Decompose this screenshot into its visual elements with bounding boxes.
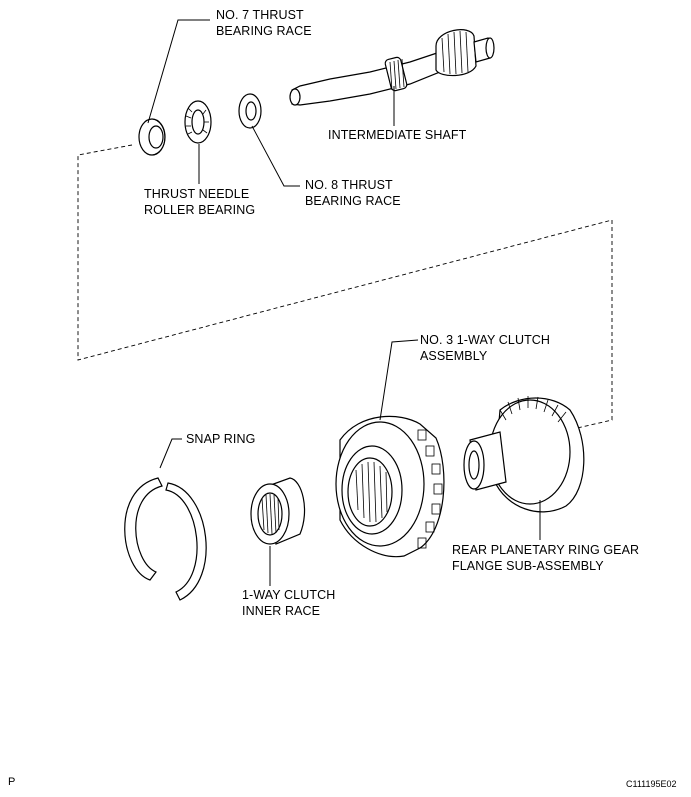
leader-lines: [147, 19, 541, 586]
snap-ring-part: [124, 477, 207, 601]
label-rear-planetary-ring-gear-flange: REAR PLANETARY RING GEAR FLANGE SUB-ASSE…: [452, 543, 640, 573]
label-no3-one-way-clutch-assembly: NO. 3 1-WAY CLUTCH ASSEMBLY: [420, 333, 551, 363]
label-intermediate-shaft: INTERMEDIATE SHAFT: [328, 128, 467, 142]
label-one-way-clutch-inner-race: 1-WAY CLUTCH INNER RACE: [242, 588, 336, 618]
leader-snap-ring: [159, 438, 182, 469]
no7-thrust-bearing-race-part: [138, 118, 166, 156]
thrust-needle-roller-bearing-part: [184, 100, 212, 144]
label-thrust-needle-roller-bearing: THRUST NEEDLE ROLLER BEARING: [144, 187, 256, 217]
rear-planetary-ring-gear-flange-part: [463, 396, 585, 513]
dashed-alignment-outline: [77, 144, 613, 433]
figure-code: C111195E02: [626, 779, 677, 789]
leader-no8: [251, 125, 300, 187]
corner-letter: P: [8, 776, 16, 788]
label-no8-thrust-bearing-race: NO. 8 THRUST BEARING RACE: [305, 178, 401, 208]
label-no7-thrust-bearing-race: NO. 7 THRUST BEARING RACE: [216, 8, 312, 38]
no8-thrust-bearing-race-part: [238, 93, 262, 129]
leader-no3-clutch: [379, 339, 419, 421]
no3-one-way-clutch-assembly-part: [335, 415, 445, 558]
one-way-clutch-inner-race-part: [250, 477, 306, 545]
leader-no7: [147, 19, 210, 124]
intermediate-shaft-part: [289, 29, 495, 106]
label-snap-ring: SNAP RING: [186, 432, 256, 446]
